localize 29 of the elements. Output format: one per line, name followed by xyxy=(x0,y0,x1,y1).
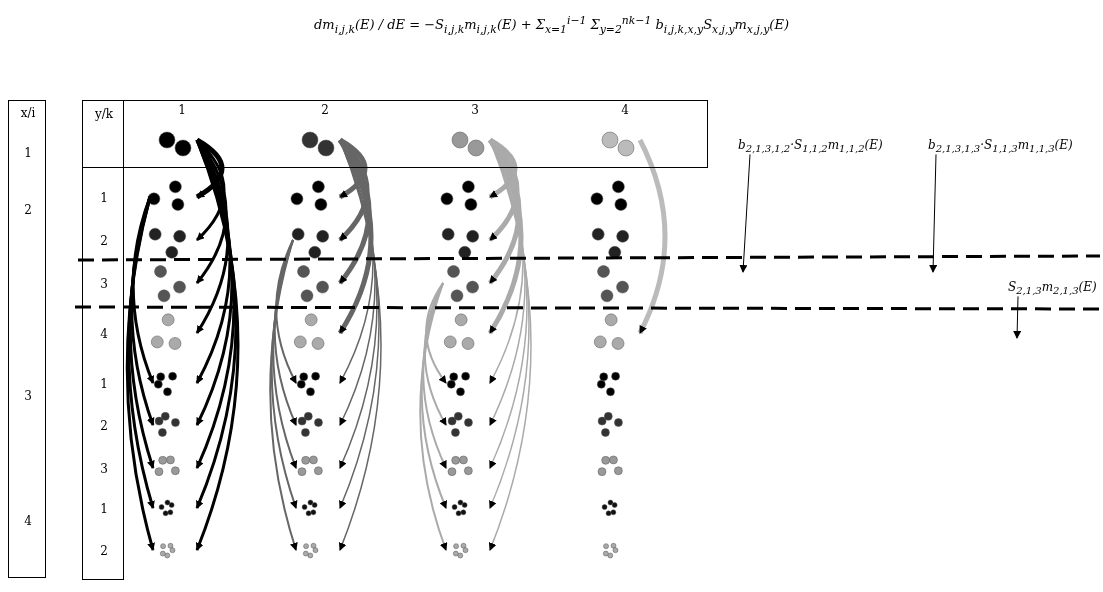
row-number: 1 xyxy=(100,377,108,391)
arrow xyxy=(929,153,938,273)
row-number: 1 xyxy=(100,191,108,205)
arrow xyxy=(1013,295,1022,339)
table-column-frame xyxy=(8,100,46,578)
column-number: 1 xyxy=(178,103,186,117)
row-frame xyxy=(82,100,708,168)
column-header: x/i xyxy=(20,106,36,120)
row-number: 2 xyxy=(100,544,108,558)
row-number: 2 xyxy=(24,203,32,217)
row-number: 3 xyxy=(24,389,32,403)
column-number: 4 xyxy=(621,103,629,117)
row-number: 4 xyxy=(100,327,108,341)
row-number: 1 xyxy=(24,146,32,160)
row-number: 2 xyxy=(100,234,108,248)
formula-label: S$_{2,1,3}$m$_{2,1,3}$(E) xyxy=(1008,280,1097,297)
formula-label: b$_{2,1,3,1,2}$·S$_{1,1,2}$m$_{1,1,2}$(E) xyxy=(738,138,883,155)
table-column-frame xyxy=(82,100,124,580)
arrow xyxy=(739,153,751,273)
row-number: 3 xyxy=(100,277,108,291)
column-number: 2 xyxy=(321,103,329,117)
row-number: 4 xyxy=(24,514,32,528)
row-number: 1 xyxy=(100,502,108,516)
column-header: y/k xyxy=(94,107,114,121)
equation: dm$_{i,j,k}$(E) / dE = −S$_{i,j,k}$m$_{i,j,k}$(E) + Σ$_{x=1}$$^{i−1}$ Σ$_{y=2}$$^{nk−1}$ b$_{i,j,k,x,y}$S$_{x,j,y}$m$_{x,j,y}$(E) xyxy=(314,17,789,33)
row-number: 3 xyxy=(100,462,108,476)
row-number: 2 xyxy=(100,419,108,433)
formula-label: b$_{2,1,3,1,3}$·S$_{1,1,3}$m$_{1,1,3}$(E) xyxy=(928,138,1073,155)
column-number: 3 xyxy=(471,103,479,117)
